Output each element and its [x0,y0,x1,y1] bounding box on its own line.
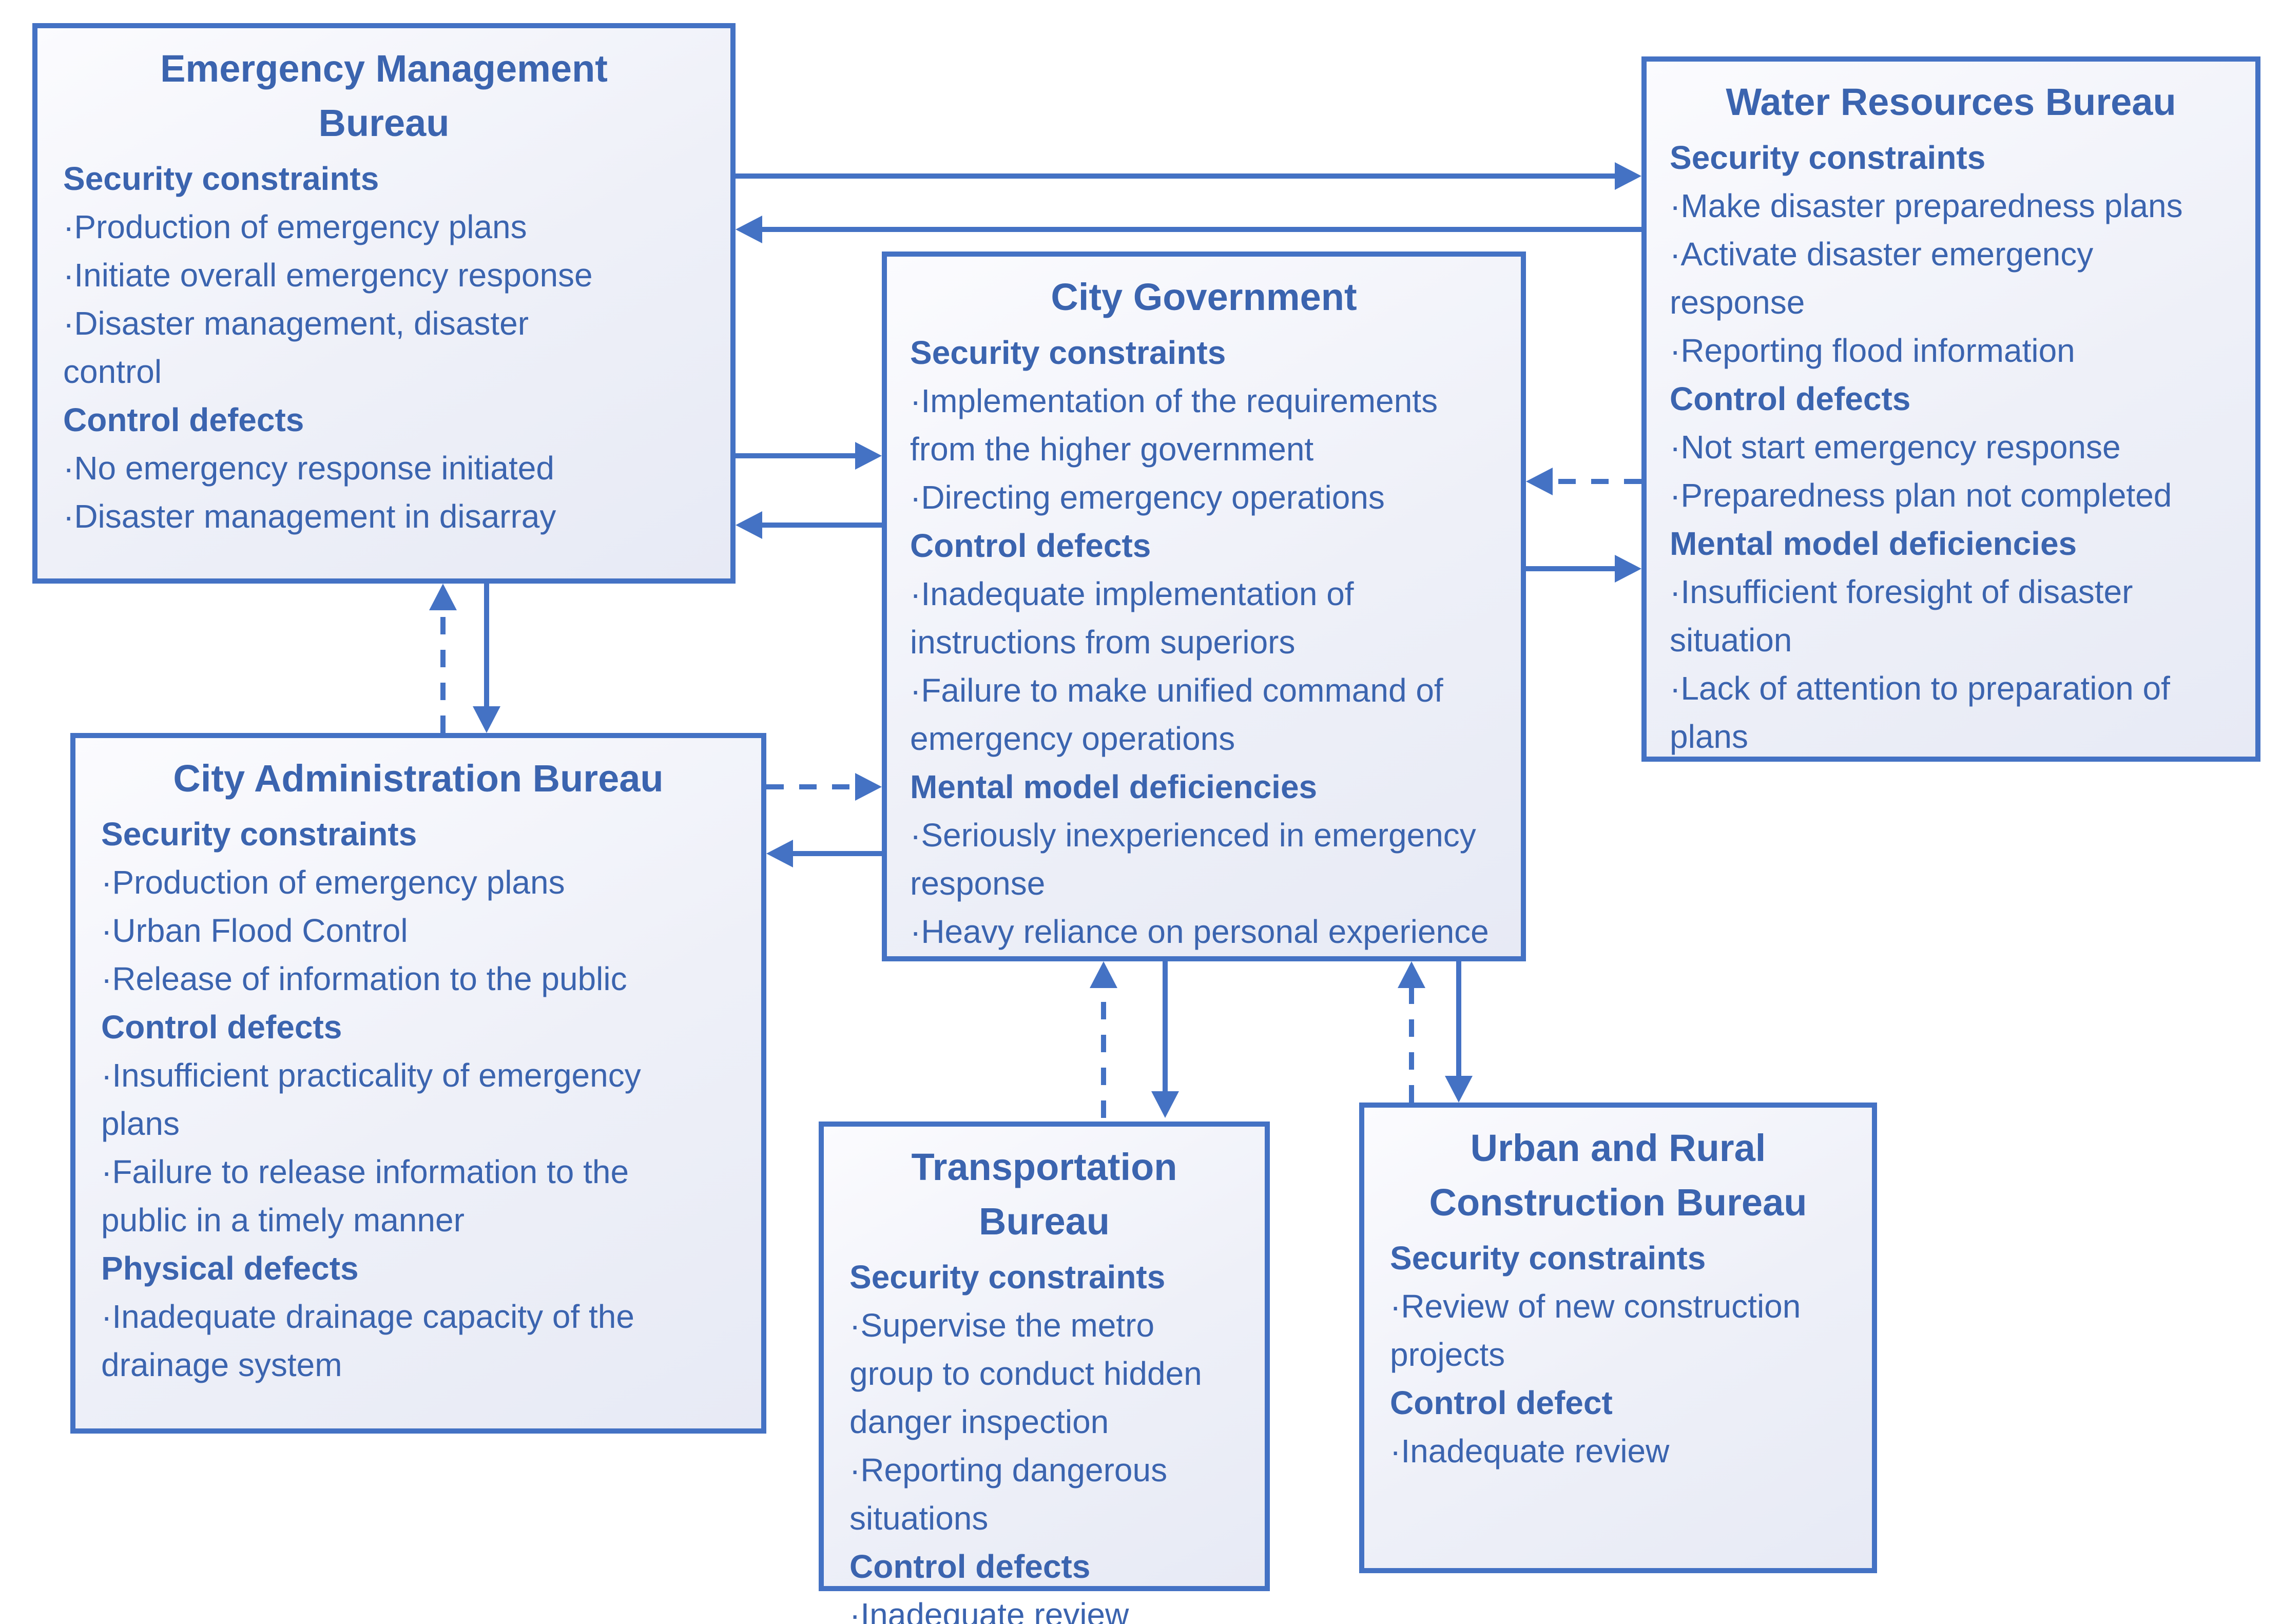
city-government-to-transportation-arrow [1151,961,1179,1118]
section-heading: Security constraints [101,816,417,853]
section-heading: Security constraints [1670,139,1986,176]
section-item: ·Production of emergency plans [101,864,565,901]
section-heading: Physical defects [101,1250,359,1287]
node-title: Water Resources Bureau [1726,81,2176,123]
transportation-to-city-government-arrow [1090,961,1117,1118]
section-item: ·Insufficient practicality of emergency … [101,1057,641,1142]
section-item: ·Inadequate implementation of instructio… [910,575,1354,661]
section-item: ·Failure to release information to the p… [101,1153,629,1239]
section-heading: Security constraints [910,334,1226,371]
emergency-management-to-city-administration-arrow [473,584,500,733]
city-government-to-emergency-management-arrow [736,511,882,539]
section-item: ·Lack of attention to preparation of pla… [1670,670,2170,755]
section-heading: Security constraints [1390,1240,1706,1277]
water-resources-to-emergency-management-arrow [736,216,1641,243]
node-body: Security constraints ·Review of new cons… [1364,1234,1872,1475]
section-item: ·Make disaster preparedness plans [1670,187,2183,224]
node-body: Security constraints ·Supervise the metr… [824,1253,1265,1624]
section-heading: Control defects [63,401,304,438]
section-item: ·No emergency response initiated [63,450,554,487]
node-title: City Administration Bureau [173,757,664,800]
node-title: Transportation Bureau [911,1146,1177,1243]
node-water-resources-bureau: Water Resources Bureau Security constrai… [1641,56,2260,762]
city-government-to-city-administration-arrow [766,840,882,867]
section-item: ·Inadequate drainage capacity of the dra… [101,1298,634,1383]
section-item: ·Urban Flood Control [101,912,408,949]
urban-rural-construction-to-city-government-arrow [1398,961,1425,1103]
node-title: Emergency Management Bureau [160,47,608,144]
city-administration-to-city-government-arrow [766,773,882,801]
node-body: Security constraints ·Production of emer… [37,154,730,540]
section-item: ·Disaster management in disarray [63,498,556,535]
section-item: ·Heavy reliance on personal experience [910,913,1489,950]
section-item: ·Insufficient foresight of disaster situ… [1670,573,2133,659]
section-heading: Control defects [101,1009,342,1046]
city-government-to-urban-rural-construction-arrow [1445,961,1473,1103]
section-item: ·Disaster management, disaster control [63,305,529,390]
section-item: ·Initiate overall emergency response [63,257,593,294]
section-item: ·Directing emergency operations [910,479,1385,516]
section-item: ·Failure to make unified command of emer… [910,672,1443,757]
section-item: ·Not start emergency response [1670,429,2121,466]
node-city-administration-bureau: City Administration Bureau Security cons… [70,733,766,1434]
node-body: Security constraints ·Production of emer… [75,810,761,1389]
section-item: ·Reporting flood information [1670,332,2075,369]
section-item: ·Preparedness plan not completed [1670,477,2172,514]
section-item: ·Activate disaster emergency response [1670,236,2094,321]
section-item: ·Reporting dangerous situations [849,1452,1168,1537]
node-title: City Government [1051,276,1357,318]
section-heading: Security constraints [849,1259,1166,1296]
section-item: ·Production of emergency plans [63,208,527,245]
section-item: ·Inadequate review [1390,1433,1670,1470]
city-administration-to-emergency-management-arrow [429,584,457,733]
node-emergency-management-bureau: Emergency Management Bureau Security con… [32,23,736,584]
emergency-management-to-water-resources-arrow [736,162,1641,190]
section-heading: Control defect [1390,1384,1613,1421]
emergency-management-to-city-government-arrow [736,442,882,470]
section-heading: Control defects [910,527,1151,564]
node-title: Urban and Rural Construction Bureau [1429,1127,1807,1224]
section-item: ·Seriously inexperienced in emergency re… [910,817,1476,902]
section-heading: Mental model deficiencies [1670,525,2077,562]
city-government-to-water-resources-arrow [1526,555,1641,583]
node-city-government: City Government Security constraints ·Im… [882,252,1526,961]
section-item: ·Implementation of the requirements from… [910,382,1438,468]
section-heading: Mental model deficiencies [910,768,1318,805]
section-item: ·Inadequate review [849,1596,1129,1624]
water-resources-to-city-government-arrow [1526,468,1641,495]
section-heading: Control defects [1670,380,1911,417]
node-body: Security constraints ·Make disaster prep… [1647,133,2255,761]
node-body: Security constraints ·Implementation of … [887,328,1521,956]
section-item: ·Review of new construction projects [1390,1288,1801,1373]
section-heading: Security constraints [63,160,379,197]
section-item: ·Release of information to the public [101,960,627,997]
node-transportation-bureau: Transportation Bureau Security constrain… [819,1122,1270,1624]
node-urban-rural-construction-bureau: Urban and Rural Construction Bureau Secu… [1359,1103,1877,1573]
section-item: ·Supervise the metro group to conduct hi… [849,1307,1202,1440]
section-heading: Control defects [849,1548,1091,1585]
